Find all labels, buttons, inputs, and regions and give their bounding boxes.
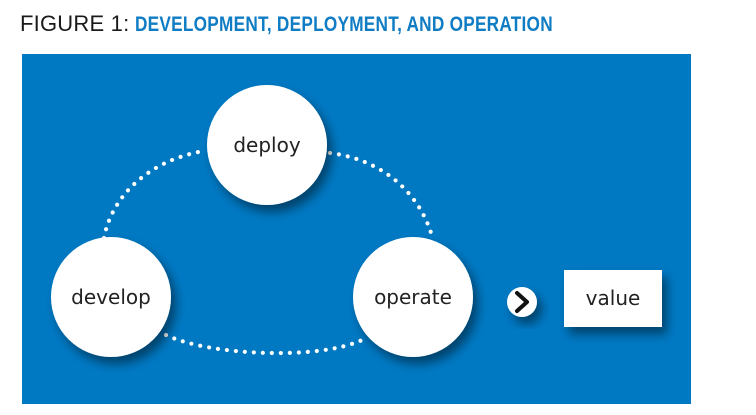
- node-develop-label: develop: [71, 285, 151, 309]
- chevron-right-glyph: [515, 291, 529, 313]
- node-develop: [51, 237, 171, 357]
- figure-title: FIGURE 1: DEVELOPMENT, DEPLOYMENT, AND O…: [20, 11, 645, 41]
- figure-heading: DEVELOPMENT, DEPLOYMENT, AND OPERATION: [135, 13, 554, 36]
- chevron-right-icon: [507, 287, 537, 317]
- value-box-label: value: [586, 286, 641, 310]
- node-deploy-label: deploy: [233, 133, 300, 157]
- figure-number: FIGURE 1: [20, 11, 124, 36]
- figure-separator: :: [123, 11, 130, 36]
- connector-deploy-to-operate: [327, 150, 435, 239]
- dotted-connectors: [101, 148, 435, 356]
- connector-develop-to-operate: [163, 332, 365, 356]
- node-operate-label: operate: [374, 285, 452, 309]
- node-deploy: [207, 85, 327, 205]
- node-operate: [353, 237, 473, 357]
- value-box: [564, 270, 662, 327]
- connector-develop-to-deploy: [101, 148, 207, 241]
